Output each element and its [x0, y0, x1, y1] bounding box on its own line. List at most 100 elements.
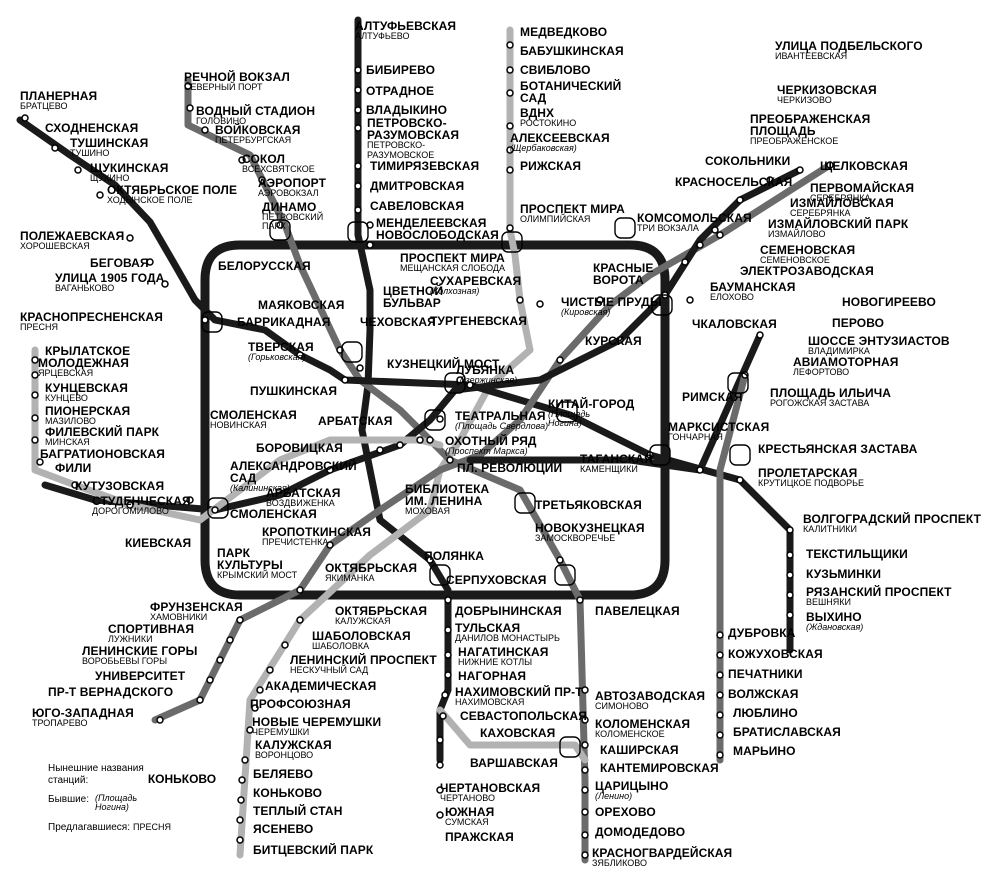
station-name-label: АЛТУФЬЕВСКАЯ	[355, 19, 457, 33]
station-name-label: ЛЕНИНСКИЕ ГОРЫ	[82, 644, 198, 658]
station-dot	[736, 196, 744, 204]
station-tverskaya: ТВЕРСКАЯ(Горьковская)	[248, 341, 314, 362]
station-old-label: ВЕШНЯКИ	[806, 597, 851, 608]
station-name-label: ЧЕРТАНОВСКАЯ	[440, 781, 541, 795]
station-name-label: ОКТЯБРЬСКОЕ ПОЛЕ	[107, 183, 238, 197]
station-name-label: ВЫХИНО	[806, 610, 862, 624]
station-name-label: УНИВЕРСИТЕТ	[95, 669, 186, 683]
station-elektrozavodskaya: ЭЛЕКТРОЗАВОДСКАЯ	[740, 265, 874, 277]
station-nagornaya: НАГОРНАЯ	[458, 670, 526, 682]
station-dot	[756, 331, 764, 339]
station-name-label: ФИЛИ	[55, 461, 92, 475]
station-dot	[326, 466, 334, 474]
station-polyanka: ПОЛЯНКА	[424, 550, 484, 562]
station-name-label: ОКТЯБРЬСКАЯ	[325, 561, 418, 575]
legend-proposed-example: ПРЕСНЯ	[133, 821, 171, 832]
station-tekstilshchiki: ТЕКСТИЛЬЩИКИ	[806, 548, 908, 560]
station-name-label: СЕМЕНОВСКАЯ	[760, 243, 856, 257]
station-name-label: ЧЕХОВСКАЯ	[360, 315, 436, 329]
station-arbatskaya-1: АРБАТСКАЯ	[318, 415, 392, 427]
station-name-label: БОТАНИЧЕСКИЙ	[520, 79, 622, 93]
station-dot	[444, 651, 452, 659]
station-pushkinskaya: ПУШКИНСКАЯ	[250, 385, 337, 397]
station-old-label: ЧЕРКИЗОВО	[777, 95, 832, 106]
station-dot	[581, 741, 589, 749]
station-dot	[354, 124, 362, 132]
legend-proposed-row: Предлагавшиеся: ПРЕСНЯ	[48, 822, 216, 833]
station-dot	[354, 66, 362, 74]
station-dot	[186, 496, 194, 504]
station-name-label: ЧЕРКИЗОВСКАЯ	[777, 83, 877, 97]
station-dot	[71, 481, 79, 489]
station-name-label: КУТУЗОВСКАЯ	[75, 479, 165, 493]
interchange-marker	[727, 372, 749, 394]
station-dot	[354, 86, 362, 94]
station-sviblovo: СВИБЛОВО	[520, 64, 591, 76]
station-dot	[356, 364, 364, 372]
interchange-marker	[651, 294, 673, 316]
station-name-label: КУЗНЕЦКИЙ МОСТ	[387, 357, 500, 371]
station-old-label: ПРЕОБРАЖЕНСКОЕ	[750, 136, 839, 147]
station-dot	[436, 736, 444, 744]
station-old-label: ПРЕСНЯ	[20, 322, 58, 333]
station-dot	[31, 371, 39, 379]
station-dot	[576, 596, 584, 604]
station-old-label: ЯРЦЕВСКАЯ	[38, 368, 94, 379]
station-begovaya: БЕГОВАЯ	[90, 257, 149, 269]
station-old-label: ИЗМАЙЛОВО	[768, 229, 826, 240]
station-name-label: АКАДЕМИЧЕСКАЯ	[265, 679, 377, 693]
station-dot	[36, 458, 44, 466]
interchange-marker	[444, 372, 466, 394]
station-domodedovo: ДОМОДЕДОВО	[595, 826, 685, 838]
station-name-label: КАХОВСКАЯ	[480, 726, 556, 740]
station-name-label: ВОДНЫЙ СТАДИОН	[196, 104, 316, 118]
station-name-label: МОЛОДЕЖНАЯ	[38, 356, 129, 370]
interchange-marker	[554, 564, 576, 586]
station-dot	[236, 616, 244, 624]
station-dot	[296, 351, 304, 359]
station-old-label: НОВИНСКАЯ	[210, 420, 267, 431]
interchange-marker	[614, 217, 636, 239]
station-former-label: (Щербаковская)	[510, 143, 577, 154]
station-universitet: УНИВЕРСИТЕТ	[95, 670, 185, 682]
station-old-label: КРЫМСКИЙ МОСТ	[217, 570, 298, 581]
station-dot	[581, 766, 589, 774]
station-old-label: КАЛИТНИКИ	[803, 524, 857, 535]
station-name-label: РИЖСКАЯ	[520, 159, 582, 173]
station-tsaritsyno: ЦАРИЦЫНО(Ленино)	[595, 780, 668, 801]
station-barrikadnaya: БАРРИКАДНАЯ	[237, 316, 331, 328]
station-name-label: БОРОВИЦКАЯ	[256, 441, 343, 455]
station-name-label: КИЕВСКАЯ	[125, 536, 192, 550]
station-name-label: ПЕРВОМАЙСКАЯ	[810, 181, 915, 195]
station-dot	[354, 106, 362, 114]
station-dot	[716, 651, 724, 659]
station-dot	[236, 816, 244, 824]
station-name-label: ТИМИРЯЗЕВСКАЯ	[370, 159, 480, 173]
station-name-label: ОКТЯБРЬСКАЯ	[335, 604, 428, 618]
station-kantemirovskaya: КАНТЕМИРОВСКАЯ	[600, 762, 719, 774]
station-volzhskaya: ВОЛЖСКАЯ	[728, 688, 798, 700]
interchange-marker	[514, 492, 536, 514]
interchange-marker	[201, 311, 223, 333]
station-name-label: СВИБЛОВО	[520, 63, 591, 77]
station-name-label: СХОДНЕНСКАЯ	[45, 121, 139, 135]
interchange-marker	[501, 231, 523, 253]
station-name-label: ПЕЧАТНИКИ	[728, 667, 803, 681]
station-mendeleevskaya: МЕНДЕЛЕЕВСКАЯ	[376, 217, 486, 229]
station-old-label: РОСТОКИНО	[520, 118, 577, 129]
station-name-label: ПУШКИНСКАЯ	[250, 384, 338, 398]
station-name-label: БАУМАНСКАЯ	[710, 280, 796, 294]
station-name-label: ЯСЕНЕВО	[253, 822, 314, 836]
station-dot	[456, 376, 464, 384]
